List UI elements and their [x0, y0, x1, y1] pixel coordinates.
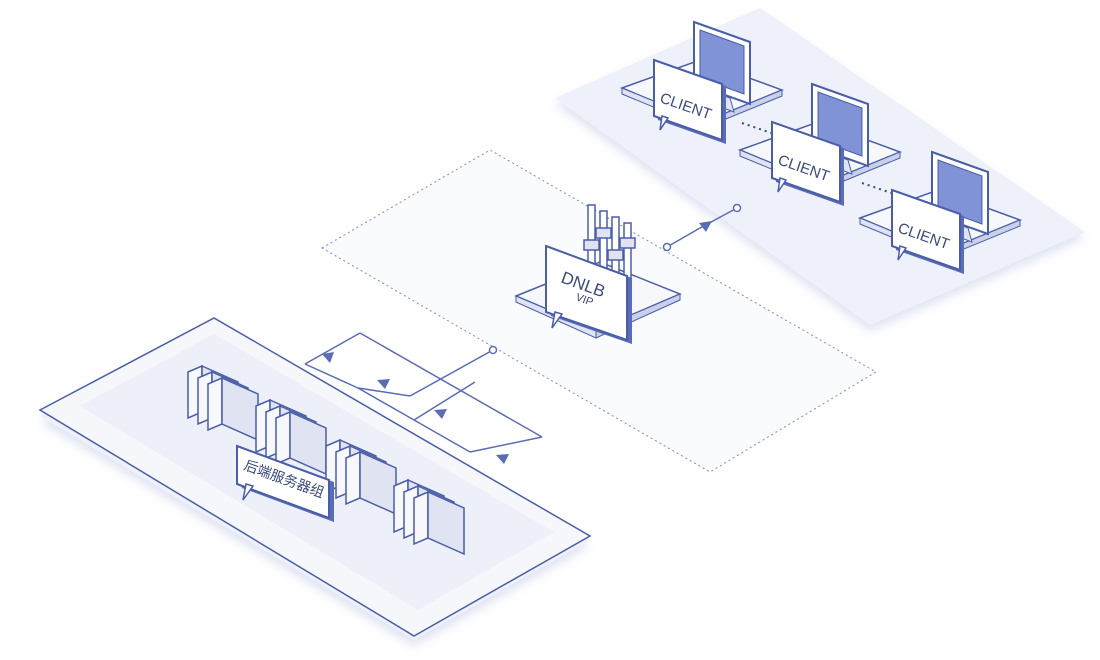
arrow-icon [322, 352, 334, 363]
client-node-3: CLIENT [857, 150, 1023, 274]
lb-to-backend-links [304, 332, 543, 453]
arrow-icon [377, 379, 390, 389]
lb-to-backend-arrows [322, 352, 509, 464]
client-node-1: CLIENT [619, 20, 785, 144]
lb-subtitle: VIP [574, 292, 595, 309]
client-to-lb-link [662, 203, 742, 252]
junction-dot [488, 345, 498, 355]
load-balancer-node: DNLB VIP [514, 204, 682, 344]
server-rack-icon [255, 398, 327, 476]
server-rack-icon [393, 478, 465, 556]
arrow-icon [699, 221, 712, 232]
arrow-icon [496, 454, 509, 464]
client-node-2: CLIENT [737, 82, 903, 206]
arrow-icon [434, 409, 447, 419]
server-rack-icon [325, 438, 397, 516]
